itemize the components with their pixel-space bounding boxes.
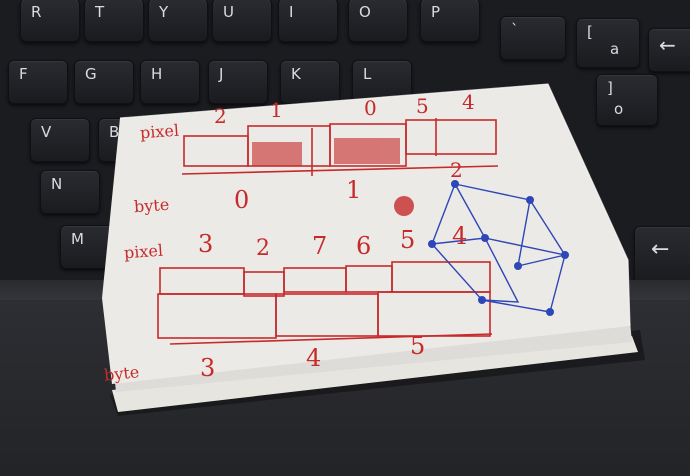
note-row3-pixel-5: 5 bbox=[400, 226, 416, 254]
note-row2-byte-1: 1 bbox=[346, 176, 362, 204]
key-h: H bbox=[140, 60, 200, 104]
note-row3-label: pixel bbox=[123, 240, 164, 263]
top-pixel-box-1 bbox=[183, 135, 249, 167]
key-p: P bbox=[420, 0, 480, 42]
cube-vertex-3 bbox=[561, 251, 569, 259]
cube-vertex-5 bbox=[428, 240, 436, 248]
note-row4-byte-5: 5 bbox=[410, 332, 426, 360]
key-i: I bbox=[278, 0, 338, 42]
note-cube-label: 2 bbox=[450, 158, 463, 182]
cube-vertex-7 bbox=[546, 308, 554, 316]
note-row1-pixel-1: 1 bbox=[270, 98, 283, 122]
cube-vertex-8 bbox=[514, 262, 522, 270]
paper-bottom-sheet bbox=[112, 336, 638, 412]
key-bracket: [ bbox=[576, 18, 640, 68]
cube-vertex-4 bbox=[481, 234, 489, 242]
note-row1-pixel-4: 4 bbox=[462, 90, 475, 114]
key-j: J bbox=[208, 60, 268, 104]
key-a: a bbox=[610, 40, 620, 58]
lower-byte-box-2 bbox=[275, 293, 379, 337]
key-k: K bbox=[280, 60, 340, 104]
note-row1-pixel-0: 0 bbox=[364, 96, 377, 120]
key-g: G bbox=[74, 60, 134, 104]
key-right-bracket: ] bbox=[596, 74, 658, 126]
cube-side-face bbox=[430, 237, 520, 303]
key-left-arrow: ← bbox=[634, 226, 690, 284]
key-o: O bbox=[348, 0, 408, 42]
note-row3-pixel-7: 7 bbox=[312, 232, 328, 260]
hatch-2 bbox=[334, 138, 400, 164]
mid-pixel-box-3 bbox=[283, 267, 347, 293]
note-row1-label: pixel bbox=[139, 120, 180, 143]
note-row3-pixel-2: 2 bbox=[256, 236, 270, 261]
key-f: F bbox=[8, 60, 68, 104]
paper-top-edge bbox=[119, 83, 631, 327]
cube-edge-2 bbox=[549, 254, 566, 313]
note-row1-pixel-2: 2 bbox=[214, 104, 227, 128]
note-row1-pixel-5: 5 bbox=[416, 94, 429, 118]
hatch-1 bbox=[252, 142, 302, 166]
key-backtick: ` bbox=[500, 16, 566, 60]
cube-edge-4 bbox=[517, 254, 566, 267]
cube-edge-1 bbox=[431, 183, 456, 245]
note-row4-byte-3: 3 bbox=[200, 354, 216, 382]
lower-byte-box-1 bbox=[157, 293, 277, 339]
key-v: V bbox=[30, 118, 90, 162]
key-n: N bbox=[40, 170, 100, 214]
note-row3-pixel-6: 6 bbox=[356, 232, 372, 260]
top-pixel-box-4 bbox=[405, 119, 497, 155]
mid-pixel-box-5 bbox=[391, 261, 491, 293]
key-o-lower: o bbox=[614, 100, 624, 118]
key-backspace-top: ← bbox=[648, 28, 690, 72]
cube-vertex-2 bbox=[526, 196, 534, 204]
key-u: U bbox=[212, 0, 272, 42]
mid-pixel-box-4 bbox=[345, 265, 393, 293]
note-row4-byte-4: 4 bbox=[306, 344, 322, 372]
key-t: T bbox=[84, 0, 144, 42]
note-row2-byte-0: 0 bbox=[234, 186, 250, 214]
cube-vertex-6 bbox=[478, 296, 486, 304]
paper-top-sheet bbox=[102, 84, 630, 384]
lower-byte-line bbox=[169, 333, 493, 345]
key-y: Y bbox=[148, 0, 208, 42]
lower-byte-box-3 bbox=[377, 291, 491, 337]
cube-vertex-1 bbox=[451, 180, 459, 188]
top-byte-line bbox=[181, 165, 499, 175]
key-r: R bbox=[20, 0, 80, 42]
note-row2-label: byte bbox=[133, 194, 170, 217]
note-row3-pixel-4: 4 bbox=[452, 222, 468, 250]
cube-edge-3 bbox=[481, 299, 551, 313]
note-row4-label: byte bbox=[103, 362, 141, 385]
mid-pixel-box-2 bbox=[243, 271, 285, 297]
cube-top-face bbox=[453, 182, 567, 257]
note-row3-pixel-3: 3 bbox=[198, 230, 214, 258]
scribble-mark bbox=[394, 196, 414, 216]
mid-pixel-box-1 bbox=[159, 267, 245, 295]
cube-edge-5 bbox=[517, 199, 531, 267]
